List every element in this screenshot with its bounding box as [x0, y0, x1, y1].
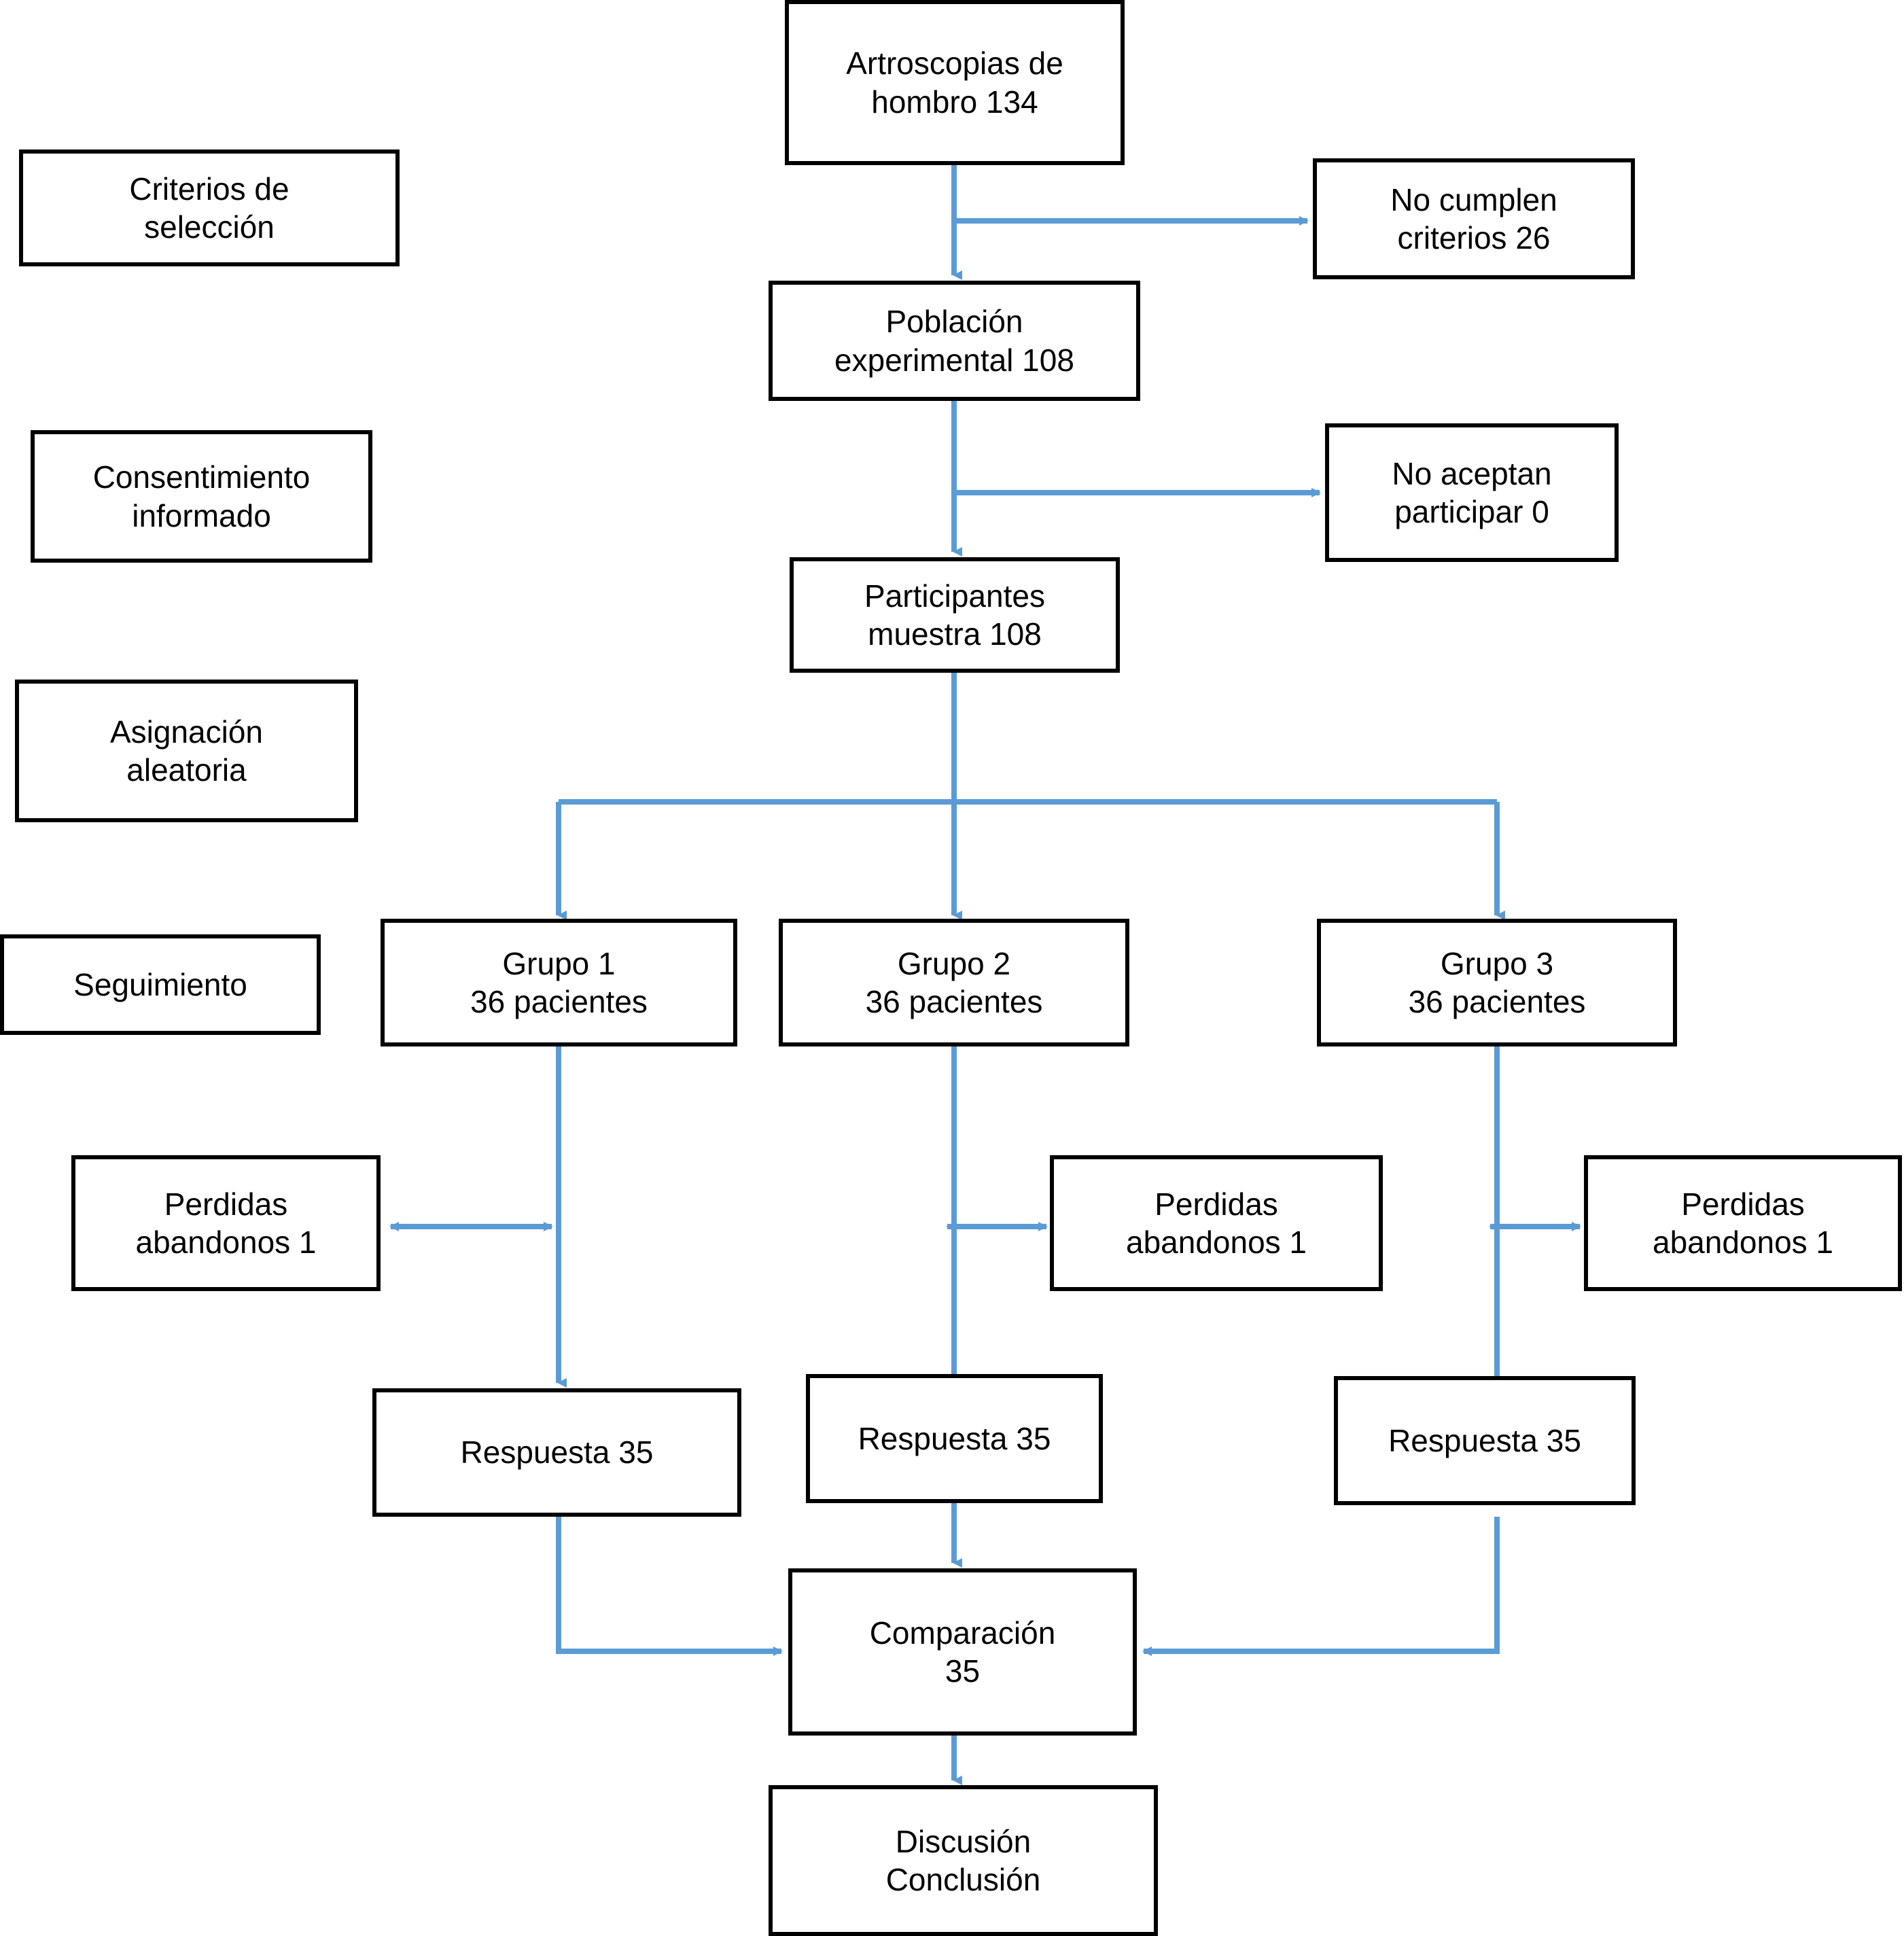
node-label: Grupo 2 36 pacientes — [865, 945, 1043, 1019]
stage-label-asignacion-aleatoria: Asignación aleatoria — [15, 680, 358, 822]
stage-label-text: Criterios de selección — [129, 171, 289, 245]
node-comparacion: Comparación 35 — [788, 1568, 1137, 1736]
node-label: Grupo 3 36 pacientes — [1408, 945, 1586, 1019]
node-participantes-muestra: Participantes muestra 108 — [790, 557, 1120, 673]
node-respuesta-3: Respuesta 35 — [1334, 1376, 1636, 1505]
node-poblacion-experimental: Población experimental 108 — [769, 281, 1140, 401]
node-label: No cumplen criterios 26 — [1390, 181, 1557, 256]
node-label: Perdidas abandonos 1 — [1125, 1186, 1307, 1260]
node-label: Respuesta 35 — [1388, 1422, 1581, 1458]
node-grupo-2: Grupo 2 36 pacientes — [779, 919, 1129, 1046]
node-grupo-1: Grupo 1 36 pacientes — [381, 919, 737, 1046]
stage-label-seguimiento: Seguimiento — [0, 934, 321, 1035]
node-label: Perdidas abandonos 1 — [135, 1186, 317, 1260]
node-label: Perdidas abandonos 1 — [1652, 1186, 1834, 1260]
node-label: Comparación 35 — [869, 1615, 1056, 1689]
node-label: Respuesta 35 — [858, 1420, 1051, 1456]
node-perdidas-1: Perdidas abandonos 1 — [71, 1155, 381, 1291]
edge-respuesta-3-to-comparacion — [1142, 1517, 1500, 1656]
node-no-cumplen-criterios: No cumplen criterios 26 — [1313, 158, 1635, 279]
node-grupo-3: Grupo 3 36 pacientes — [1317, 919, 1677, 1046]
node-label: Participantes muestra 108 — [864, 578, 1045, 652]
node-discusion-conclusion: Discusión Conclusión — [769, 1785, 1158, 1936]
node-label: Respuesta 35 — [460, 1435, 654, 1471]
node-label: Grupo 1 36 pacientes — [470, 945, 648, 1019]
node-no-aceptan-participar: No aceptan participar 0 — [1325, 423, 1619, 562]
node-label: Artroscopias de hombro 134 — [846, 46, 1063, 120]
stage-label-text: Seguimiento — [73, 966, 247, 1002]
stage-label-criterios-seleccion: Criterios de selección — [19, 149, 400, 266]
stage-label-text: Asignación aleatoria — [109, 714, 264, 788]
stage-label-text: Consentimiento informado — [92, 459, 311, 533]
node-perdidas-3: Perdidas abandonos 1 — [1584, 1155, 1902, 1291]
node-respuesta-1: Respuesta 35 — [372, 1388, 741, 1517]
node-respuesta-2: Respuesta 35 — [806, 1374, 1103, 1503]
node-label: No aceptan participar 0 — [1392, 455, 1552, 529]
node-perdidas-2: Perdidas abandonos 1 — [1050, 1155, 1383, 1291]
node-label: Población experimental 108 — [834, 304, 1074, 378]
edge-respuesta-1-to-comparacion — [556, 1517, 783, 1656]
stage-label-consentimiento-informado: Consentimiento informado — [31, 430, 372, 563]
node-artroscopias: Artroscopias de hombro 134 — [785, 0, 1125, 165]
node-label: Discusión Conclusión — [885, 1823, 1041, 1897]
